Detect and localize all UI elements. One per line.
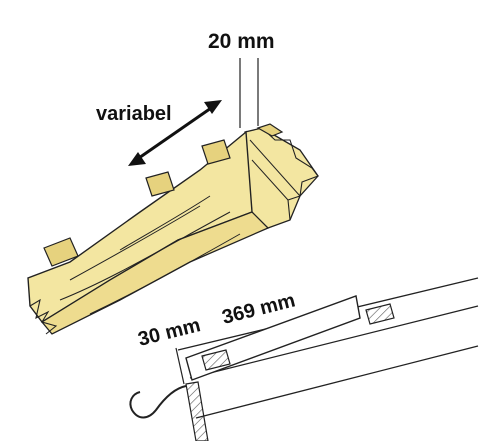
eaves-overhang-label: 30 mm <box>136 314 203 351</box>
grain-line <box>119 195 211 251</box>
rafter-end-jag <box>29 298 58 335</box>
grain-line <box>69 205 201 281</box>
ridge-batten <box>256 123 284 137</box>
ridge-illustration <box>27 58 319 335</box>
batten-lower-1 <box>201 349 231 371</box>
batten-1 <box>43 237 79 267</box>
roof-tile <box>185 295 361 381</box>
batten-3 <box>201 139 231 165</box>
roof-line-mid <box>189 305 479 379</box>
batten-spacing-label: variabel <box>96 103 172 125</box>
rafter-right-jag <box>261 127 319 221</box>
roof-line-bottom <box>195 345 479 419</box>
batten-lower-2 <box>365 303 395 325</box>
grain-line <box>249 139 301 197</box>
batten-2 <box>145 171 175 197</box>
grain-line <box>251 159 289 201</box>
fascia-board <box>185 381 209 441</box>
eaves-illustration <box>129 277 479 441</box>
gutter-hook-icon <box>129 385 187 419</box>
overhang-line <box>175 347 185 385</box>
grain-line <box>59 211 231 301</box>
grain-line <box>89 233 241 315</box>
top-gap-label: 20 mm <box>208 30 275 53</box>
double-arrow-icon <box>128 100 222 166</box>
rafter-right <box>244 127 319 229</box>
